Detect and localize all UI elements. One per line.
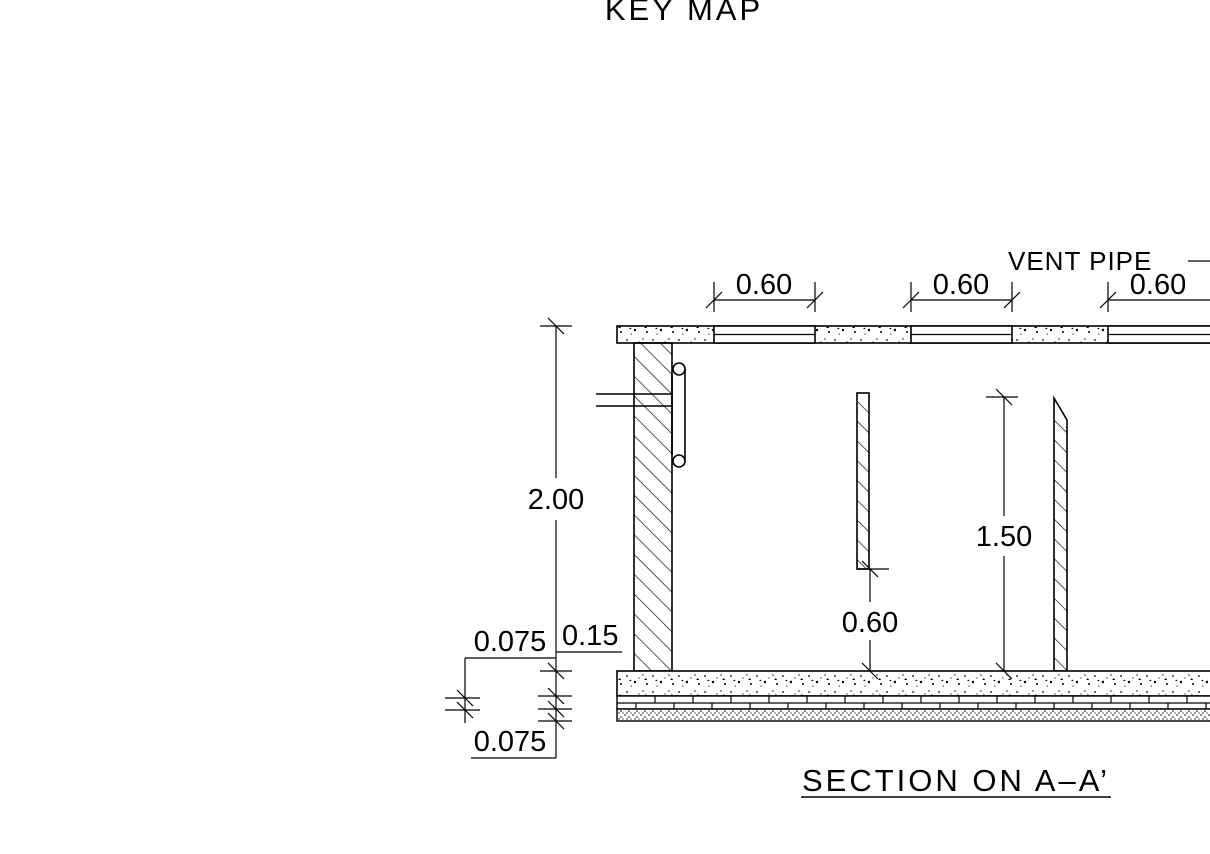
dim-wall-thickness: 0.15 (556, 620, 622, 653)
svg-text:0.60: 0.60 (842, 607, 898, 639)
vent-pipe-label: VENT PIPE (1008, 246, 1152, 276)
section-title: SECTION ON A–A’ (802, 763, 1110, 798)
baffle-wall-1 (856, 392, 870, 570)
dim-baffle-clearance: 0.60 (835, 560, 905, 680)
left-wall (633, 342, 673, 672)
svg-text:0.075: 0.075 (474, 726, 547, 758)
wall-ladder (671, 362, 686, 468)
svg-text:1.50: 1.50 (976, 521, 1032, 553)
brick-joints (635, 696, 1207, 709)
baffle-wall-2 (1053, 395, 1068, 672)
key-map-label: KEY MAP (605, 0, 763, 27)
dim-slab-thickness: 0.075 (445, 626, 556, 723)
svg-text:0.60: 0.60 (933, 269, 989, 301)
svg-text:0.60: 0.60 (1130, 269, 1186, 301)
svg-text:2.00: 2.00 (528, 484, 584, 516)
dim-base-thickness: 0.075 (471, 662, 572, 759)
svg-text:0.15: 0.15 (562, 620, 618, 652)
dim-opening-1: 0.60 (705, 269, 824, 312)
top-slab (616, 325, 1210, 344)
svg-text:0.075: 0.075 (474, 626, 547, 658)
dim-baffle-height: 1.50 (968, 388, 1040, 680)
slab-openings (713, 325, 1210, 344)
inlet-pipe (596, 393, 672, 407)
dim-opening-2: 0.60 (902, 269, 1021, 312)
base-slab (616, 670, 1210, 722)
dim-total-height: 2.00 (518, 317, 590, 758)
dim-opening-3: 0.60 (1099, 269, 1210, 312)
svg-text:0.60: 0.60 (736, 269, 792, 301)
